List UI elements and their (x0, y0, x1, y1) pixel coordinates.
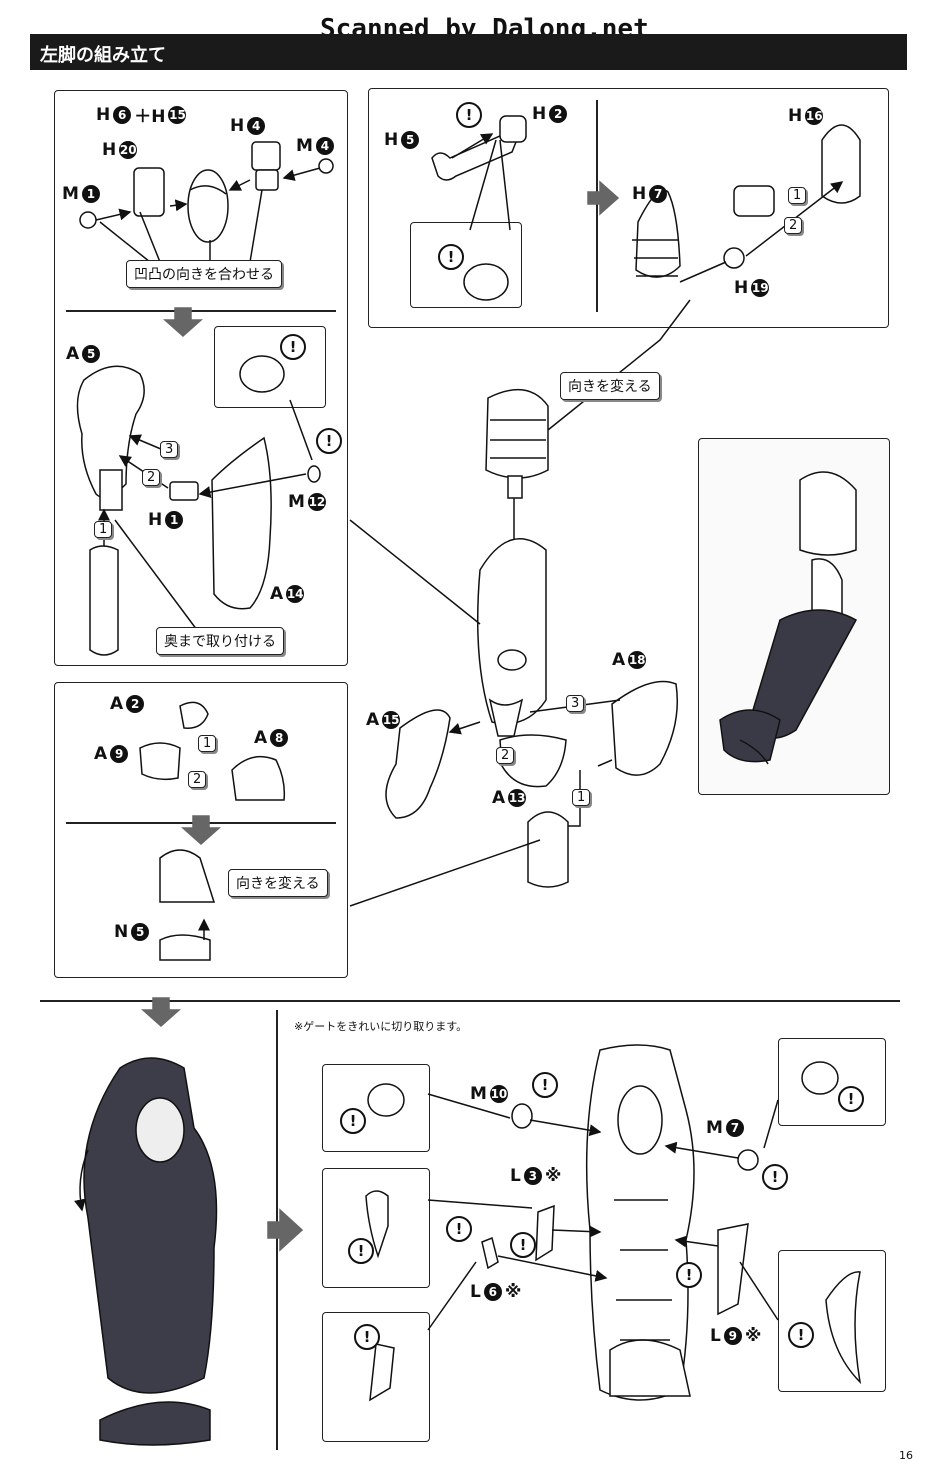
callout-align-bumps: 凹凸の向きを合わせる (126, 260, 282, 288)
warning-icon: ! (456, 102, 482, 128)
warning-icon: ! (788, 1322, 814, 1348)
step-marker: 3 (160, 441, 179, 458)
step-marker: 1 (198, 735, 217, 752)
warning-icon: ! (762, 1164, 788, 1190)
divider (596, 100, 598, 312)
header-bar (30, 34, 907, 70)
warning-icon: ! (446, 1216, 472, 1242)
warning-icon: ! (532, 1072, 558, 1098)
step-marker: 1 (94, 521, 113, 538)
step-marker: 1 (572, 789, 591, 806)
step-marker: 2 (188, 771, 207, 788)
warning-icon: ! (280, 334, 306, 360)
callout-change-direction: 向きを変える (228, 869, 328, 897)
warning-icon: ! (340, 1108, 366, 1134)
step-marker: 1 (788, 187, 807, 204)
step-marker: 2 (142, 469, 161, 486)
warning-icon: ! (316, 428, 342, 454)
page-number: 16 (899, 1449, 913, 1462)
divider (40, 1000, 900, 1002)
warning-icon: ! (348, 1238, 374, 1264)
warning-icon: ! (838, 1086, 864, 1112)
divider (66, 310, 336, 312)
callout-change-direction: 向きを変える (560, 372, 660, 400)
warning-icon: ! (510, 1232, 536, 1258)
warning-icon: ! (676, 1262, 702, 1288)
step-marker: 2 (496, 747, 515, 764)
gate-note: ※ゲートをきれいに切り取ります。 (294, 1020, 468, 1033)
step-marker: 3 (566, 695, 585, 712)
warning-icon: ! (438, 244, 464, 270)
page-title: 左脚の組み立て (40, 45, 166, 66)
step-marker: 2 (784, 217, 803, 234)
warning-icon: ! (354, 1324, 380, 1350)
callout-push-in: 奥まで取り付ける (156, 627, 284, 655)
